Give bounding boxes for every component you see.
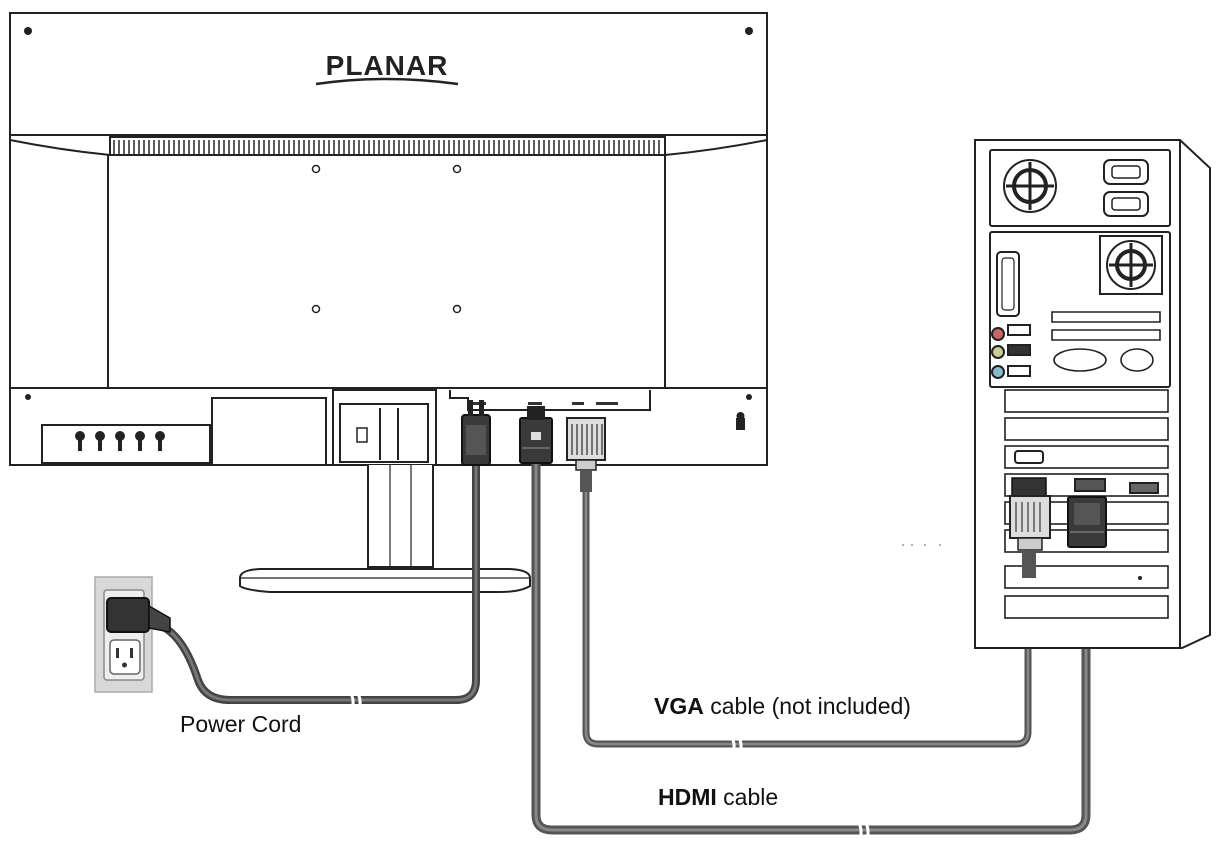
power-cord-label: Power Cord [180, 711, 301, 737]
logo-swoosh [315, 77, 459, 86]
outlet-socket-lower [109, 639, 141, 675]
case-fan-icon [1099, 235, 1163, 295]
psu-fan-icon [1003, 159, 1057, 213]
corner-screws [24, 27, 753, 400]
vga-cable-break [729, 735, 743, 753]
io-slots [1051, 311, 1161, 372]
hdmi-label-bold: HDMI [658, 784, 717, 810]
vga-connector-monitor [566, 417, 606, 492]
power-plug-wall [106, 597, 171, 633]
kensington-lock-icon [736, 412, 745, 430]
hdmi-connector-pc [1067, 496, 1107, 548]
monitor-rear [9, 12, 768, 466]
usb-ports [1007, 324, 1031, 377]
vga-label-rest: cable (not included) [704, 693, 911, 719]
stand-base [239, 568, 531, 593]
psu-power-socket [1103, 159, 1149, 217]
hdmi-connector-monitor [519, 406, 553, 464]
serial-port [1014, 450, 1044, 464]
button-panel [41, 424, 211, 464]
monitor-vent [109, 136, 666, 158]
brand-logo: PLANAR [326, 50, 449, 81]
parallel-port [996, 251, 1020, 317]
vga-connector-pc [1009, 477, 1051, 578]
hdmi-label-rest: cable [717, 784, 778, 810]
vesa-holes [311, 164, 462, 314]
hdmi-cable-break [856, 820, 870, 840]
power-cord-break [348, 691, 362, 709]
vga-label-bold: VGA [654, 693, 704, 719]
hdmi-cable-label: HDMI cable [658, 784, 778, 810]
audio-jacks [991, 327, 1005, 379]
pc-tower [974, 139, 1211, 649]
monitor-buttons [75, 431, 165, 451]
vga-cable-label: VGA cable (not included) [654, 693, 911, 719]
port-label-marks [470, 402, 618, 405]
wall-outlet [94, 576, 171, 693]
power-connector-monitor [461, 400, 491, 466]
monitor-stand [239, 465, 531, 593]
